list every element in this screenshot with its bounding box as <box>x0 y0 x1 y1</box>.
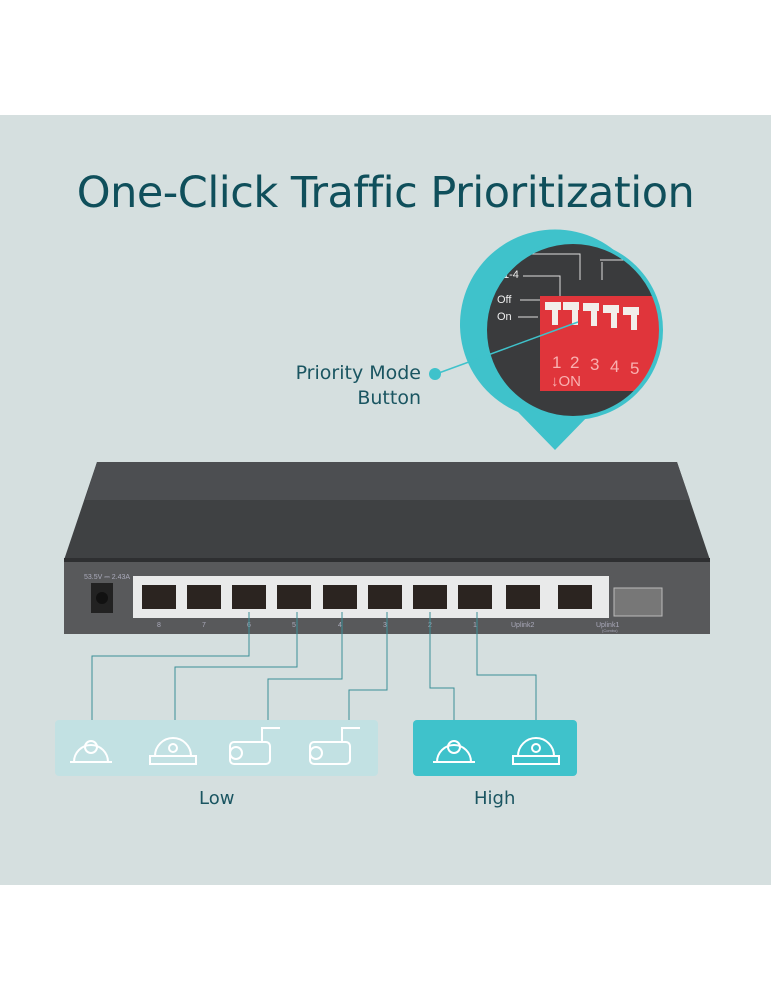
bullet-camera-icon <box>229 727 280 765</box>
port-label: 1 <box>473 622 477 629</box>
ethernet-port <box>458 585 492 609</box>
connection-lines <box>91 612 537 728</box>
callout-line2: Button <box>357 387 421 409</box>
ethernet-port <box>506 585 540 609</box>
callout-line <box>435 321 579 375</box>
port-label: 4 <box>338 622 342 629</box>
dip-label-on: On <box>497 311 512 323</box>
page-title: One-Click Traffic Prioritization <box>76 168 695 218</box>
bullet-camera-icon <box>309 727 360 765</box>
ethernet-port <box>232 585 266 609</box>
dip-number: 4 <box>610 357 619 376</box>
dip-switch-zoom-bubble: 1-4 Off On 1 2 3 4 5 ↓ON <box>460 229 663 450</box>
low-label: Low <box>199 788 235 809</box>
dip-number: 5 <box>630 359 639 378</box>
power-label: 53.5V ⎓ 2.43A <box>84 574 130 581</box>
dip-label-off: Off <box>497 294 512 306</box>
dip-on-label: ↓ON <box>551 373 581 390</box>
ethernet-port <box>323 585 357 609</box>
dome-camera-icon <box>512 737 560 765</box>
port-sublabel-combo: (Combo) <box>602 628 618 633</box>
port-label: 3 <box>383 622 387 629</box>
ethernet-port <box>413 585 447 609</box>
port-label: Uplink2 <box>511 622 534 629</box>
dip-number: 2 <box>570 353 579 372</box>
callout-dot <box>429 368 441 380</box>
dome-camera-icon <box>149 737 197 765</box>
dome-camera-icon <box>433 740 475 763</box>
ethernet-port <box>142 585 176 609</box>
high-label: High <box>474 788 516 809</box>
port-label-uplink1: Uplink1 <box>596 622 619 629</box>
sfp-port <box>613 587 663 617</box>
low-priority-group <box>55 720 378 776</box>
priority-mode-callout: Priority Mode Button <box>296 361 421 411</box>
ethernet-port <box>277 585 311 609</box>
port-label: 5 <box>292 622 296 629</box>
ethernet-port <box>558 585 592 609</box>
ethernet-port <box>368 585 402 609</box>
callout-line1: Priority Mode <box>295 362 421 384</box>
ethernet-port <box>187 585 221 609</box>
dip-number: 3 <box>590 355 599 374</box>
dome-camera-icon <box>70 740 112 763</box>
dip-toggles <box>545 302 639 330</box>
port-label: 8 <box>157 622 161 629</box>
port-label: 7 <box>202 622 206 629</box>
dip-number: 1 <box>552 353 561 372</box>
